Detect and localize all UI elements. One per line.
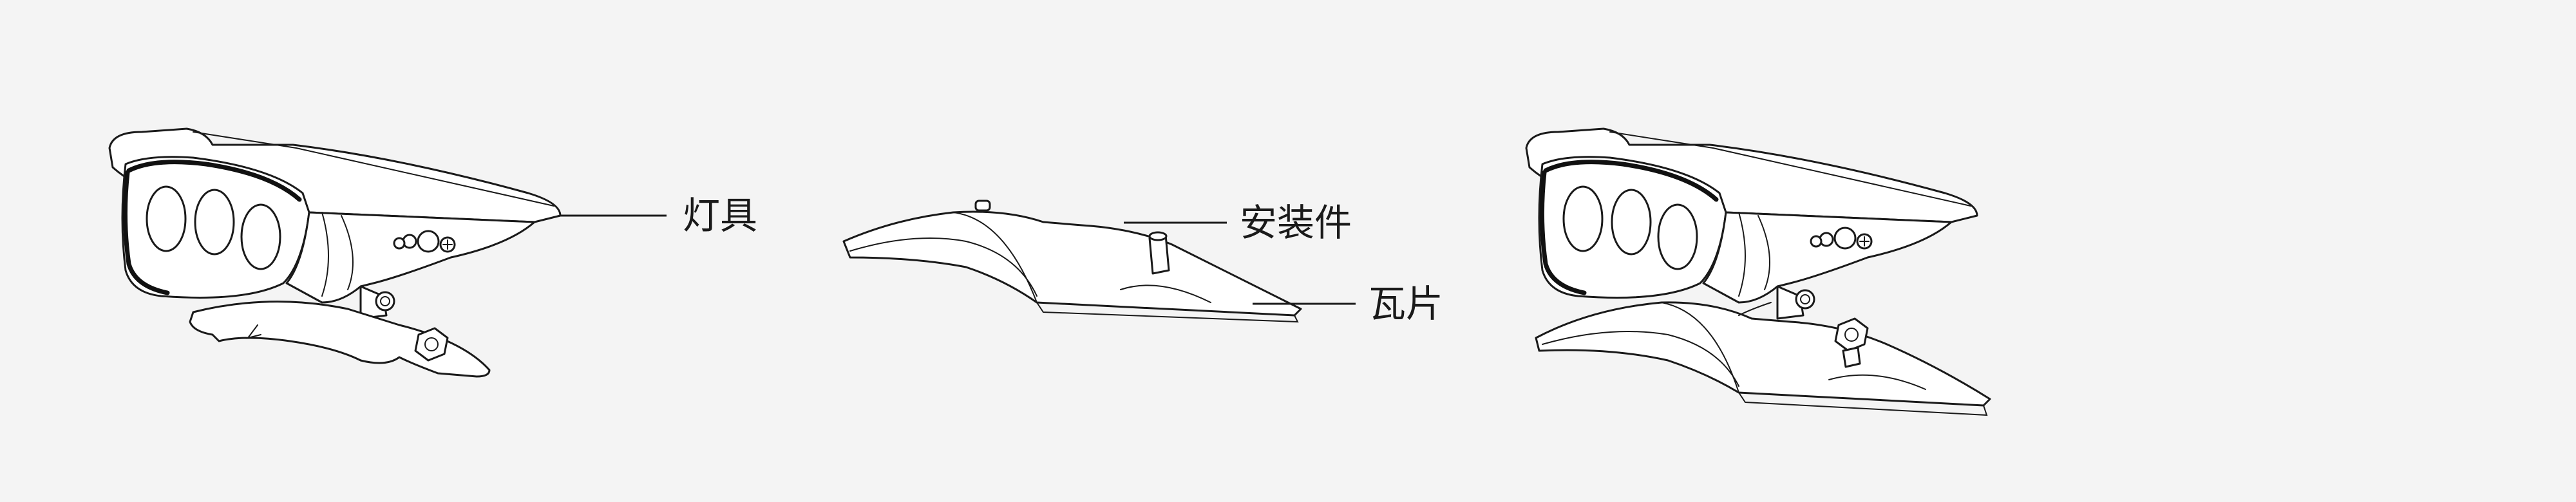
lamp-label: 灯具 [683, 194, 757, 237]
assembled-drawing [1525, 127, 1991, 416]
mount-and-tile-drawing [842, 200, 1302, 323]
tile-label: 瓦片 [1368, 282, 1443, 326]
mount-label: 安装件 [1240, 201, 1352, 245]
lamp-fixture-drawing [108, 127, 562, 378]
